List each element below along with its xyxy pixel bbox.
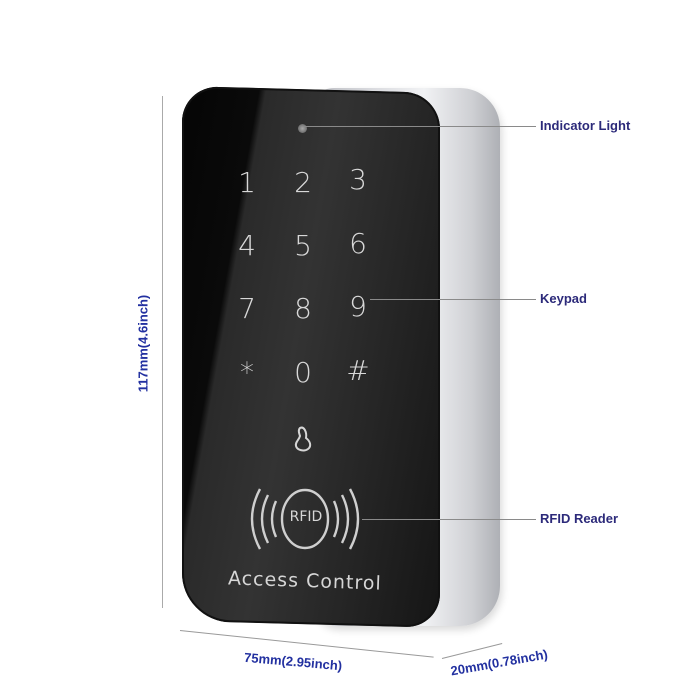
key-5[interactable]: 5	[294, 229, 312, 262]
keypad-leader-line	[370, 299, 536, 300]
rfid-reader-symbol	[246, 483, 364, 555]
key-1[interactable]: 1	[238, 166, 256, 199]
bell-icon[interactable]	[292, 424, 316, 454]
key-2[interactable]: 2	[294, 166, 312, 199]
key-7[interactable]: 7	[238, 292, 256, 325]
key-9[interactable]: 9	[349, 290, 367, 323]
keypad-label: Keypad	[540, 291, 587, 306]
rfid-leader-line	[362, 519, 536, 520]
height-dimension-label: 117mm(4.6inch)	[135, 294, 151, 393]
key-4[interactable]: 4	[238, 229, 256, 262]
key-6[interactable]: 6	[349, 227, 367, 260]
indicator-light	[298, 124, 307, 133]
indicator-leader-line	[304, 126, 536, 127]
height-dimension-line	[162, 96, 163, 608]
key-3[interactable]: 3	[349, 163, 367, 196]
indicator-light-label: Indicator Light	[540, 118, 631, 133]
rfid-text: RFID	[289, 509, 323, 525]
key-star[interactable]: *	[240, 356, 254, 389]
key-8[interactable]: 8	[294, 292, 312, 325]
rfid-reader-label: RFID Reader	[540, 511, 619, 526]
key-0[interactable]: 0	[294, 356, 312, 389]
key-hash[interactable]: #	[346, 354, 370, 387]
width-dimension-label: 75mm(2.95inch)	[243, 649, 343, 674]
width-dimension-line	[179, 630, 434, 658]
